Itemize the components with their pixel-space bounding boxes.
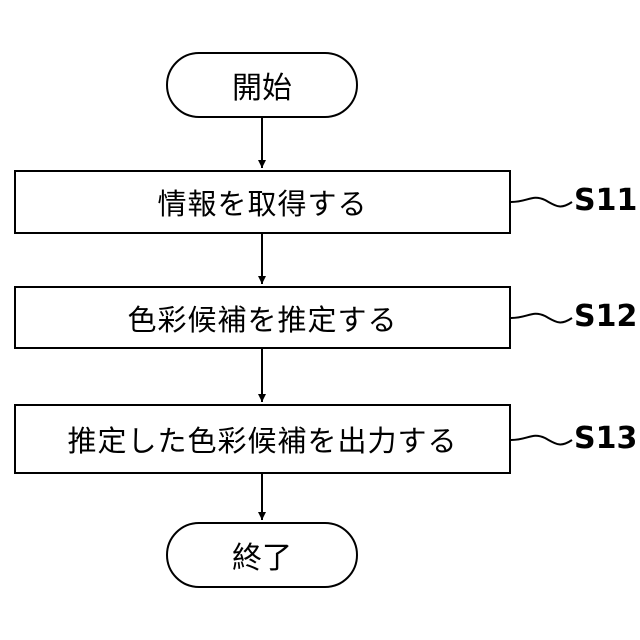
- step-ref-s12: S12: [574, 302, 637, 332]
- leader-line-s11: [511, 198, 572, 207]
- process-step-s11: 情報を取得する: [14, 170, 511, 234]
- end-label: 終了: [232, 533, 292, 577]
- process-step-s13: 推定した色彩候補を出力する: [14, 404, 511, 474]
- process-step-s12-label: 色彩候補を推定する: [127, 297, 397, 339]
- step-ref-s13: S13: [574, 424, 637, 454]
- step-ref-s11: S11: [574, 186, 637, 216]
- leader-line-s12: [511, 314, 572, 323]
- process-step-s12: 色彩候補を推定する: [14, 286, 511, 349]
- end-terminal: 終了: [166, 522, 358, 588]
- start-terminal: 開始: [166, 52, 358, 118]
- process-step-s11-label: 情報を取得する: [157, 181, 367, 223]
- leader-line-s13: [511, 436, 572, 445]
- process-step-s13-label: 推定した色彩候補を出力する: [67, 418, 457, 460]
- start-label: 開始: [232, 63, 292, 107]
